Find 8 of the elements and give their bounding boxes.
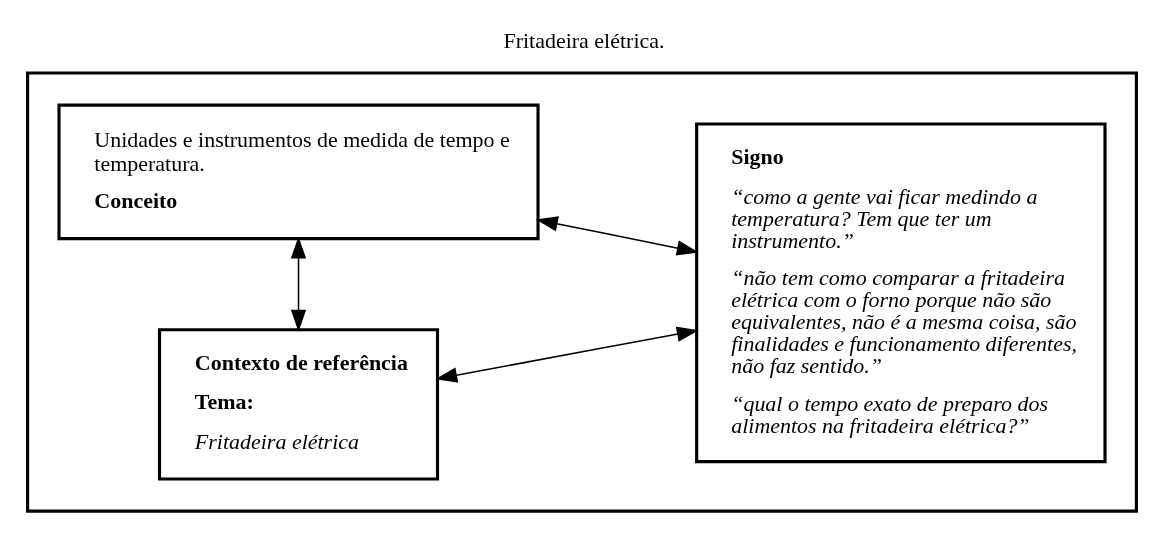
arrow <box>535 215 699 256</box>
cluster <box>26 70 1138 513</box>
node-box: Signo “como a gente vai ficar medindo a temperatura? Tem que ter um instrumento.” “não tem como comparar a fritadeira elétrica com o forno porque não são equivalentes, não é a mesma coisa, são finalidades e funcionamento diferentes, não faz sentido.” “qual o tempo exato de preparo dos alimentos na fritadeira elétrica?” <box>695 121 1107 463</box>
node-box: Unidades e instrumentos de medida de tempo e temperatura. Conceito <box>57 103 540 240</box>
node-box: Contexto de referência Tema: Fritadeira elétrica <box>157 327 440 481</box>
diagram-title: Fritadeira elétrica. <box>503 27 665 53</box>
arrow <box>290 236 307 332</box>
arrow <box>435 326 699 383</box>
